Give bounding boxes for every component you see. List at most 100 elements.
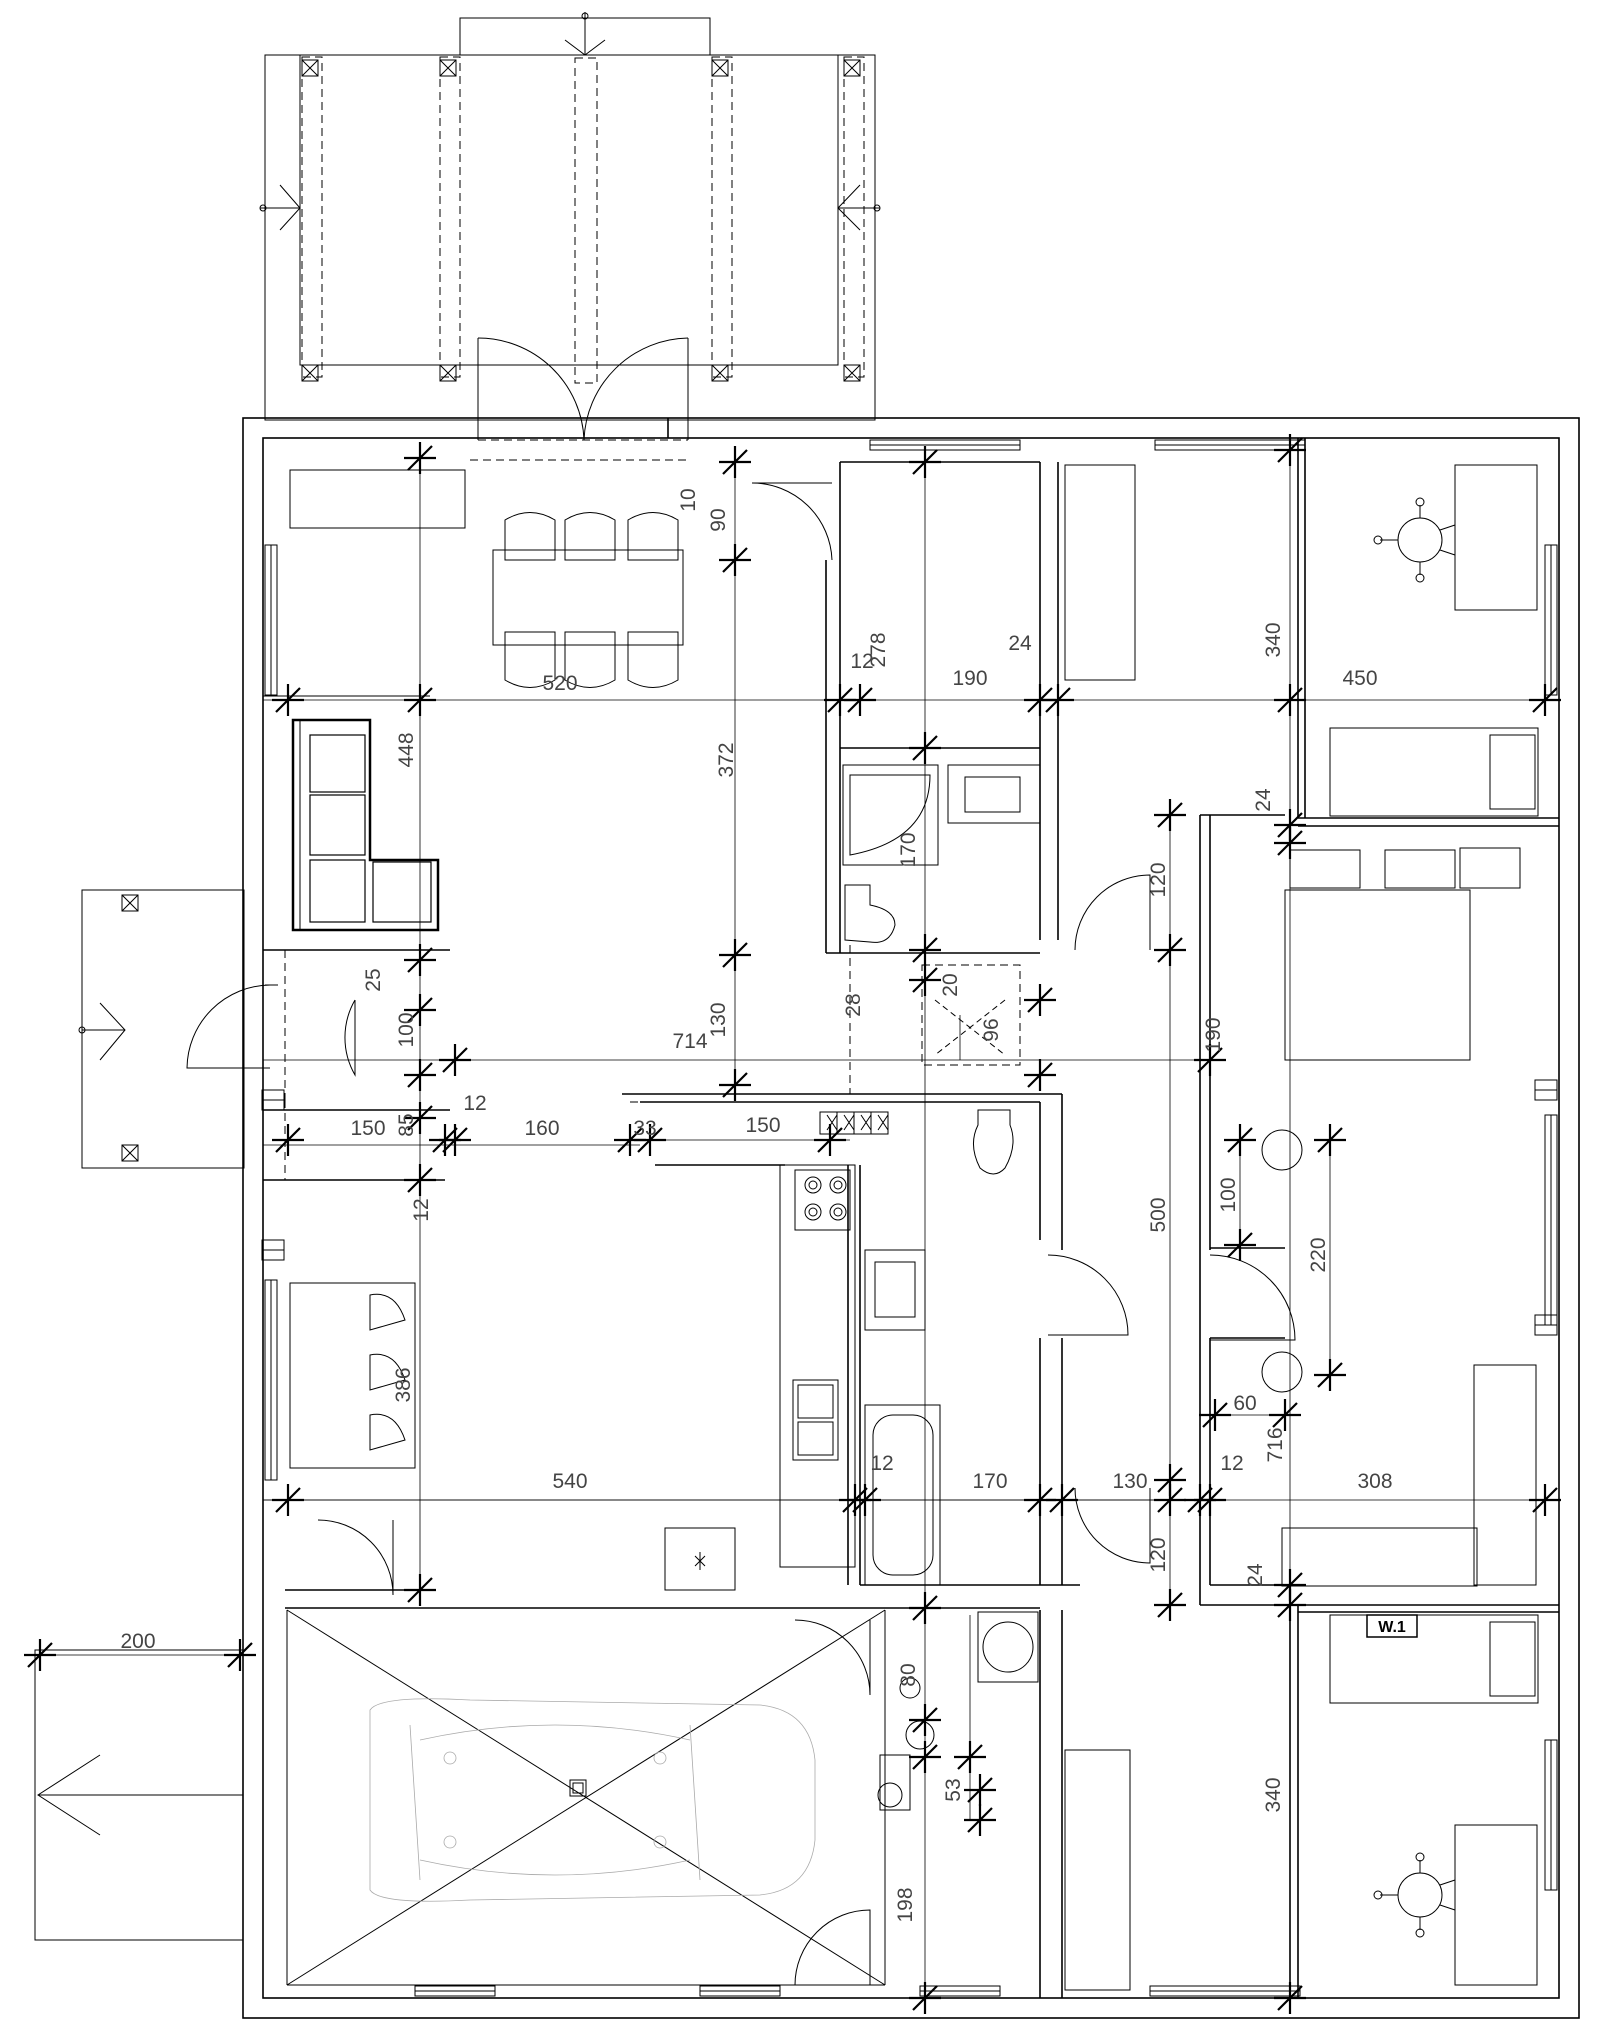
dimension-tick [404,1102,436,1134]
dimension-tick [1154,934,1186,966]
double-bed [1284,889,1471,1061]
bath-sink-top [947,764,1041,824]
dim-540: 540 [552,1470,587,1493]
dimension-tick [404,442,436,474]
dim-80: 80 [897,1663,920,1686]
dimension-tick [719,446,751,478]
dim-372: 372 [715,742,738,777]
dimension-tick [24,1639,56,1671]
dimension-tick [849,1484,881,1516]
dim-28: 28 [842,993,865,1016]
dim-12-c: 12 [410,1198,433,1221]
bar-table [289,1282,416,1469]
dimension-labels: 520 10 90 278 12 190 24 340 450 448 372 … [120,488,1392,1922]
dim-120-a: 120 [1147,862,1170,897]
dimension-tick [1274,1589,1306,1621]
dim-520: 520 [542,672,577,695]
dim-100-a: 100 [395,1012,418,1047]
bathtub [864,1404,941,1586]
car-outline [369,1698,816,1902]
dim-25: 25 [362,968,385,991]
wardrobe-bottom [1064,1749,1131,1991]
dimension-tick [964,1804,996,1836]
dim-150-a: 150 [350,1117,385,1140]
dimension-tick [909,1592,941,1624]
dimension-tick [272,1484,304,1516]
dimension-tick [404,994,436,1026]
dimension-tick [1042,684,1074,716]
dimension-tick [272,1124,304,1156]
dimension-tick [719,1069,751,1101]
dim-60: 60 [1233,1392,1256,1415]
dim-85: 85 [395,1113,418,1136]
dimension-tick [1224,1229,1256,1261]
garage [34,1609,886,1986]
window-tag: W.1 [1366,1614,1418,1638]
dim-96: 96 [980,1018,1003,1041]
terrace-pergola [259,12,881,461]
dimension-tick [1314,1359,1346,1391]
desk-bottom [1454,1824,1538,1986]
dimension-tick [964,1774,996,1806]
dimension-tick [719,939,751,971]
dim-24-a: 24 [1008,632,1032,655]
dimension-tick [909,446,941,478]
pergola-posts [301,59,861,382]
dimension-tick [404,1164,436,1196]
toilet-wc [973,1109,1014,1175]
dimension-tick [1529,684,1561,716]
dimension-tick [1274,809,1306,841]
dim-170-b: 170 [972,1470,1007,1493]
wardrobe-mid [1473,1364,1537,1586]
dimension-tick [1194,1044,1226,1076]
toilet-top [844,884,896,943]
dim-10: 10 [677,488,700,511]
bed-single-top [1329,727,1539,817]
dimension-tick [909,1741,941,1773]
dimension-tick [404,944,436,976]
dim-160: 160 [524,1117,559,1140]
dim-33: 33 [633,1117,656,1140]
dimension-tick [439,1124,471,1156]
dim-130-a: 130 [707,1002,730,1037]
dim-24-c: 24 [1244,1563,1267,1587]
dim-24-b: 24 [1252,788,1275,812]
dim-170-a: 170 [897,832,920,867]
dimension-tick [1269,1399,1301,1431]
dim-12-a: 12 [850,650,873,673]
dimension-tick [1199,1399,1231,1431]
dim-12-b: 12 [463,1092,486,1115]
dining-chairs [504,512,679,688]
window-tag-label: W.1 [1378,1619,1406,1636]
dimension-tick [1154,1484,1186,1516]
washing-machine [977,1611,1039,1683]
dim-190-b: 190 [1202,1017,1225,1052]
bed-single-bottom [1329,1614,1539,1704]
dimension-tick [272,684,304,716]
dimension-tick [909,1704,941,1736]
dim-20: 20 [939,973,962,996]
dim-500: 500 [1147,1197,1170,1232]
dimension-tick [1194,1484,1226,1516]
dimension-tick [844,684,876,716]
dimension-tick [1154,1589,1186,1621]
dim-150-b: 150 [745,1114,780,1137]
dim-340-b: 340 [1262,1777,1285,1812]
dimension-tick [1024,984,1056,1016]
dimension-tick [1274,434,1306,466]
dimension-tick [814,1124,846,1156]
office-chair-top [1373,497,1456,583]
dimension-tick [719,544,751,576]
dimension-tick [1274,684,1306,716]
entrance-canopy [78,889,1558,1336]
corner-sofa [291,718,440,932]
dim-198: 198 [894,1887,917,1922]
dim-100-b: 100 [1217,1177,1240,1212]
dimension-tick [224,1639,256,1671]
wardrobe-top [1064,464,1136,681]
dimension-tick [909,732,941,764]
dimension-tick [404,684,436,716]
walls [242,417,1580,2019]
office-chair-bottom [1373,1852,1456,1938]
